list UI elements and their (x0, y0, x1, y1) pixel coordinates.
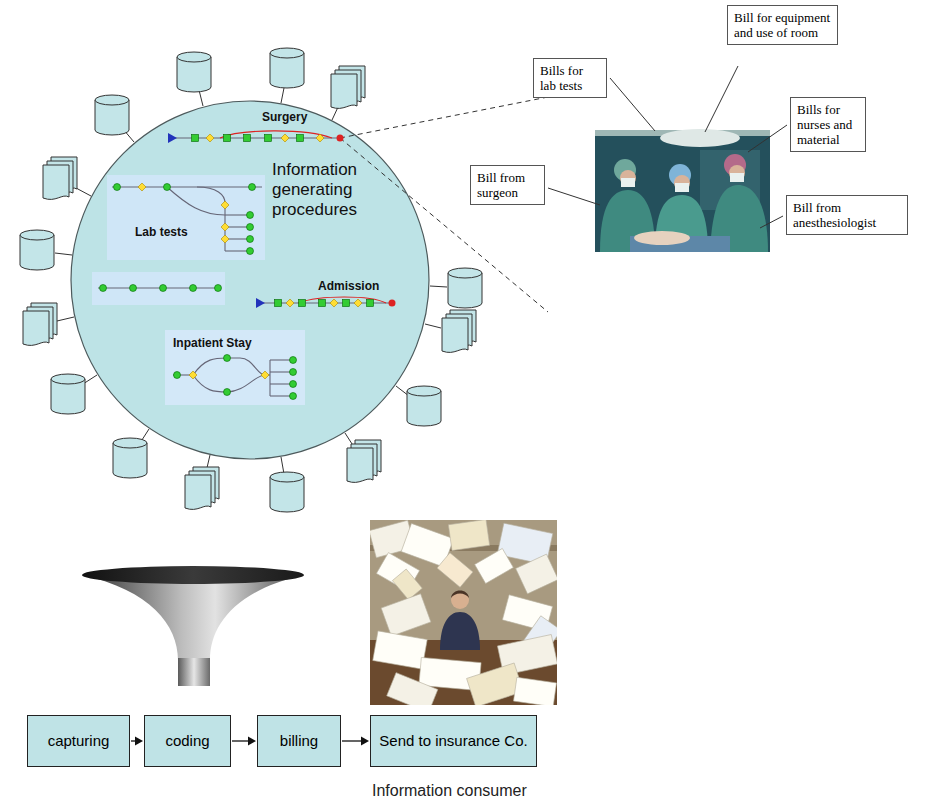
database-cylinder (20, 230, 54, 270)
node-text: Lab tests (135, 225, 188, 239)
circle-shape (71, 101, 429, 459)
flow-arrow (342, 737, 369, 746)
database-cylinder (177, 52, 211, 92)
bill-callout: Bills for lab tests (533, 58, 607, 98)
node-text: Bills for lab tests (540, 63, 600, 93)
database-cylinder (95, 95, 129, 135)
database-cylinder (270, 472, 304, 512)
document-stack (347, 440, 381, 482)
process-box: billing (257, 715, 341, 767)
node-text: capturing (48, 732, 110, 750)
funnel (82, 566, 304, 686)
document-stack (442, 310, 476, 352)
process-name: Admission (318, 279, 379, 293)
database-cylinder (51, 374, 85, 414)
node-text: Bills for nurses and material (797, 102, 859, 147)
bill-callout: Bill from surgeon (470, 165, 545, 205)
document-stack (23, 303, 57, 345)
process-panel: Lab tests (107, 175, 265, 260)
node-text: Information generating procedures (272, 160, 372, 220)
process-name: Surgery (262, 110, 307, 124)
lab-process-drawing (107, 175, 265, 260)
bill-callout: Bill from anesthesiologist (786, 195, 908, 235)
node-text: coding (165, 732, 209, 750)
arrow-head (248, 737, 256, 746)
database-cylinder (113, 438, 147, 478)
process-box: Send to insurance Co. (370, 715, 537, 767)
database-cylinder (407, 386, 441, 426)
surgery-photo (595, 129, 770, 252)
process-panel: Inpatient Stay (165, 330, 305, 405)
document-stack (331, 66, 365, 108)
flow-arrow (232, 737, 256, 746)
arrow-line (232, 740, 249, 741)
node-text: billing (280, 732, 318, 750)
database-cylinder (270, 48, 304, 88)
surgery-process (168, 131, 344, 143)
node-text: Send to insurance Co. (379, 732, 527, 750)
caption-label: Information consumer (372, 781, 527, 800)
node-text: Inpatient Stay (173, 336, 252, 350)
flow-arrow (131, 737, 143, 746)
paperwork-photo (370, 520, 557, 705)
data-stores (20, 48, 482, 512)
process-box: coding (144, 715, 231, 767)
bill-callout: Bills for nurses and material (790, 97, 866, 152)
database-cylinder (448, 268, 482, 308)
simple-process-panel (92, 272, 225, 305)
process-box: capturing (27, 715, 130, 767)
admission-process (256, 297, 396, 308)
document-stack (43, 157, 77, 199)
bill-callout: Bill for equipment and use of room (727, 5, 838, 45)
arrow-head (135, 737, 143, 746)
arrow-head (361, 737, 369, 746)
arrow-line (342, 740, 362, 741)
spoke-lines (55, 88, 447, 474)
document-stack (185, 467, 219, 509)
node-text: Bill from surgeon (477, 170, 538, 200)
node-text: Bill from anesthesiologist (793, 200, 901, 230)
node-text: Bill for equipment and use of room (734, 10, 831, 40)
